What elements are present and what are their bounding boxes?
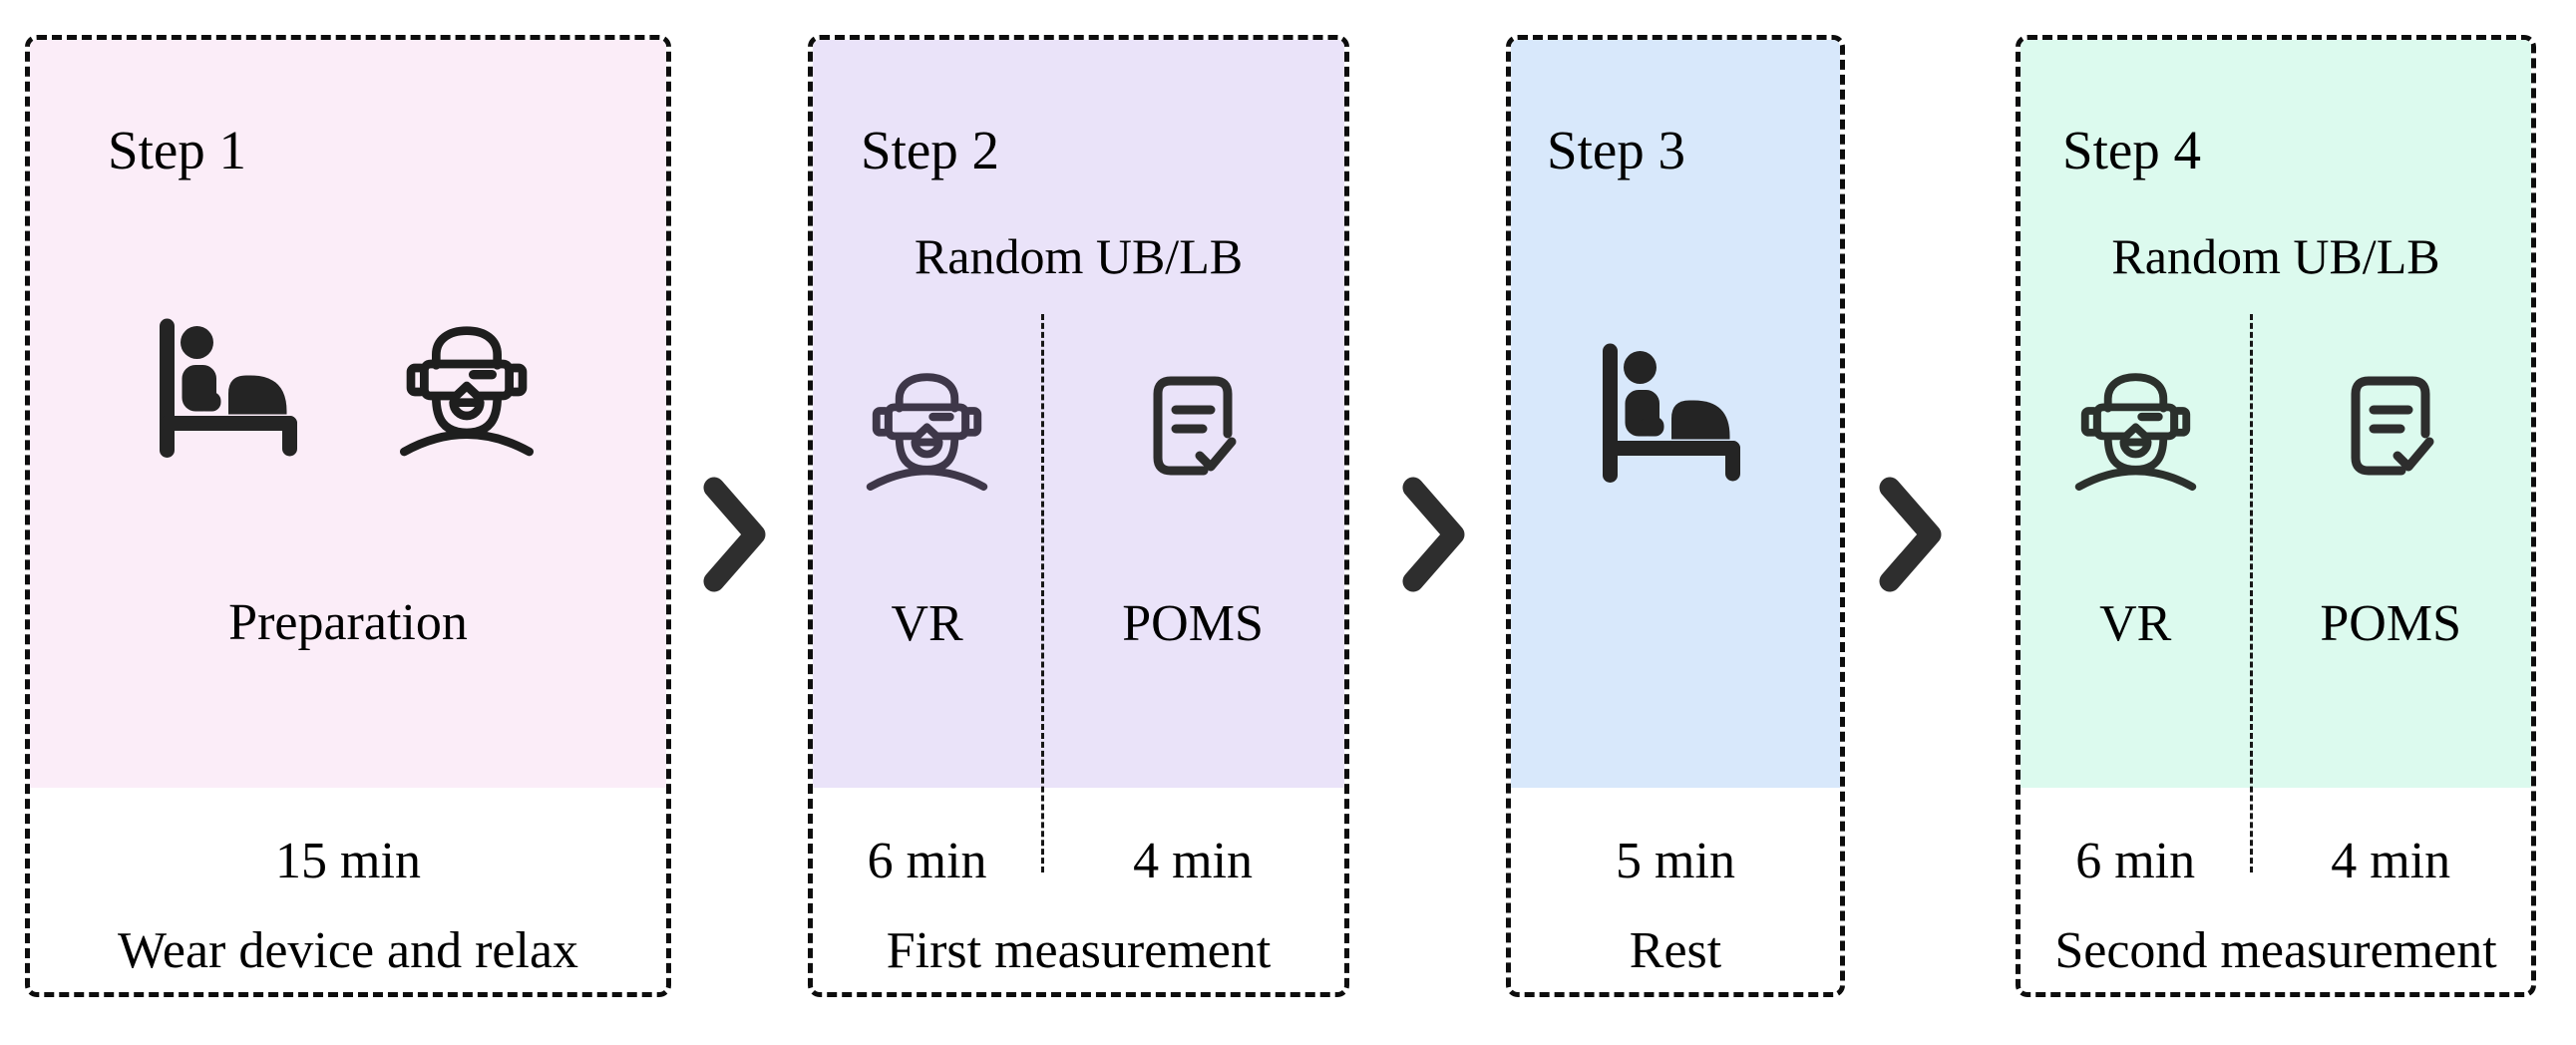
- step-2-vr-label: VR: [891, 595, 963, 652]
- step-1-label: Preparation: [228, 594, 468, 651]
- step-4-title: Step 4: [2062, 120, 2202, 180]
- step-1-duration: 15 min: [275, 833, 421, 889]
- step-2-poms-label: POMS: [1122, 595, 1264, 652]
- step-2-tint-area: [813, 40, 1344, 788]
- step-2-poms-cell: [1041, 342, 1344, 509]
- step-4-poms-duration: 4 min: [2331, 833, 2451, 889]
- step-3-duration: 5 min: [1616, 833, 1735, 889]
- step-2-label-row: VR POMS: [813, 595, 1344, 652]
- column-divider: [1041, 314, 1045, 872]
- step-4-vr-duration: 6 min: [2075, 833, 2196, 889]
- step-4-poms-cell: [2250, 342, 2531, 509]
- step-4-icon-row: [2021, 342, 2531, 509]
- step-1-panel: Step 1: [25, 35, 671, 997]
- step-1-icon-row: [30, 304, 666, 464]
- step-2-poms-duration: 4 min: [1133, 833, 1254, 889]
- vr-headset-icon: [399, 326, 534, 457]
- step-2-subtitle: Random UB/LB: [914, 228, 1244, 284]
- vr-headset-icon: [866, 373, 988, 492]
- questionnaire-check-icon: [1153, 376, 1237, 475]
- step-1-tint-area: [30, 40, 666, 788]
- step-2-panel: Step 2 Random UB/LB: [808, 35, 1349, 997]
- step-2-duration-row: 6 min 4 min: [813, 833, 1344, 889]
- step-4-vr-label: VR: [2099, 595, 2172, 652]
- flow-arrow-icon: [703, 477, 766, 592]
- flow-arrow-icon: [1402, 477, 1465, 592]
- bed-patient-icon: [1602, 343, 1740, 483]
- step-2-vr-cell: [813, 342, 1041, 509]
- step-4-tint-area: [2021, 40, 2531, 788]
- step-2-description: First measurement: [886, 922, 1272, 979]
- step-2-icon-row: [813, 342, 1344, 509]
- questionnaire-check-icon: [2351, 376, 2434, 475]
- step-4-duration-row: 6 min 4 min: [2021, 833, 2531, 889]
- step-1-description: Wear device and relax: [117, 922, 579, 979]
- bed-patient-icon: [159, 318, 297, 458]
- step-4-poms-label: POMS: [2320, 595, 2461, 652]
- step-4-description: Second measurement: [2054, 922, 2497, 979]
- step-4-subtitle: Random UB/LB: [2111, 228, 2440, 284]
- step-4-panel: Step 4 Random UB/LB: [2016, 35, 2536, 997]
- step-3-panel: Step 3 5 min Rest: [1506, 35, 1845, 997]
- flow-arrow-icon: [1879, 477, 1942, 592]
- step-3-description: Rest: [1629, 922, 1722, 979]
- step-1-title: Step 1: [108, 120, 247, 180]
- step-2-vr-duration: 6 min: [867, 833, 987, 889]
- step-3-icon-row: [1511, 339, 1840, 489]
- step-2-title: Step 2: [861, 120, 1000, 180]
- step-4-vr-cell: [2021, 342, 2250, 509]
- step-4-label-row: VR POMS: [2021, 595, 2531, 652]
- step-3-title: Step 3: [1547, 120, 1686, 180]
- column-divider: [2250, 314, 2254, 872]
- vr-headset-icon: [2074, 373, 2196, 492]
